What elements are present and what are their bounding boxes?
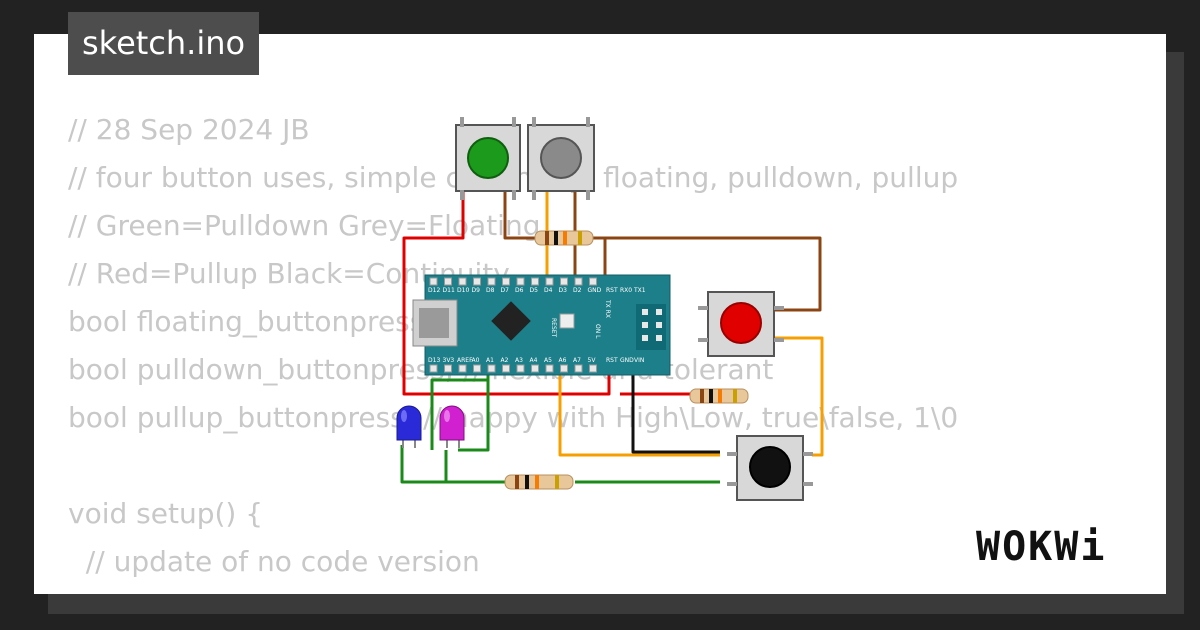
pin-label: D3 — [559, 287, 568, 294]
pin-label: D4 — [544, 287, 553, 294]
board-pin — [560, 364, 568, 373]
code-line: // update of no code version — [68, 545, 480, 578]
icsp-pin — [642, 309, 648, 315]
board-pin — [502, 364, 510, 373]
code-line: Serial.begin(9600); — [68, 586, 958, 594]
pin-label: D2 — [573, 287, 582, 294]
file-title: sketch.ino — [68, 12, 260, 75]
board-pin — [574, 277, 583, 286]
wokwi-logo: WOKWi — [976, 524, 1107, 570]
board-pin — [487, 277, 496, 286]
wire-orange-a5 — [558, 365, 720, 457]
board-pin — [473, 364, 481, 373]
grey-pushbutton — [527, 117, 595, 200]
svg-text:ON L: ON L — [594, 324, 601, 339]
pin-label: TX1 — [633, 287, 646, 294]
pin-label: D7 — [501, 287, 510, 294]
wire-green-leds — [400, 445, 720, 484]
board-pin — [444, 277, 452, 286]
pin-label: GND — [588, 287, 602, 294]
resistor-2 — [689, 388, 749, 404]
board-pin — [458, 277, 467, 286]
pin-label: 3V3 — [443, 357, 455, 364]
blue-led — [396, 405, 422, 448]
board-pin — [589, 277, 597, 286]
pin-label: D5 — [530, 287, 539, 294]
pin-label: D12 — [428, 287, 440, 294]
pin-label: 5V — [588, 357, 597, 364]
pin-label: D9 — [472, 287, 481, 294]
icsp-pin — [656, 335, 662, 341]
wire-black-gnd — [631, 365, 720, 454]
board-pin — [429, 277, 438, 286]
board-pin — [574, 364, 583, 373]
icsp-pin — [656, 322, 662, 328]
pin-label: AREF — [457, 357, 473, 364]
icsp-pin — [656, 309, 662, 315]
board-pin — [545, 364, 554, 373]
icsp-pin — [642, 322, 648, 328]
pin-label: A0 — [472, 357, 480, 364]
pin-label: A3 — [515, 357, 523, 364]
board-pin — [444, 364, 452, 373]
board-pin — [560, 277, 568, 286]
code-line: void setup() { — [68, 497, 264, 530]
board-pin — [473, 277, 481, 286]
code-line: bool floating_buttonpress; — [68, 305, 434, 338]
board-pin — [531, 364, 539, 373]
code-line: // four button uses, simple continuity, … — [68, 161, 959, 194]
wire-red-5v — [402, 192, 611, 396]
board-pin — [502, 277, 510, 286]
pin-label: D8 — [486, 287, 495, 294]
board-pin — [487, 364, 496, 373]
pin-label: D11 — [443, 287, 455, 294]
pin-label: VIN — [634, 357, 644, 364]
pin-label: D10 — [457, 287, 469, 294]
pin-label: D6 — [515, 287, 524, 294]
pin-label: RST — [606, 287, 618, 294]
green-pushbutton — [455, 117, 521, 200]
board-pin — [516, 277, 525, 286]
pin-label: A2 — [501, 357, 509, 364]
code-line: // 28 Sep 2024 JB — [68, 113, 310, 146]
board-pin — [589, 364, 597, 373]
board-pin — [531, 277, 539, 286]
pin-label: GND — [620, 357, 634, 364]
resistor-3 — [504, 474, 574, 490]
pink-led — [439, 405, 465, 448]
pin-label: A7 — [573, 357, 581, 364]
pin-label: A4 — [530, 357, 538, 364]
wire-brown-d8 — [503, 192, 822, 312]
svg-text:RESET: RESET — [550, 318, 557, 338]
board-pin — [516, 364, 525, 373]
red-pushbutton — [698, 291, 784, 357]
pin-label: D13 — [428, 357, 440, 364]
pin-label: RX0 — [620, 287, 632, 294]
resistor-1 — [534, 230, 594, 246]
icsp-pin — [642, 335, 648, 341]
black-pushbutton — [727, 435, 813, 501]
pin-label: A1 — [486, 357, 494, 364]
code-line: bool pullup_buttonpress; // happy with H… — [68, 401, 959, 434]
board-pin — [545, 277, 554, 286]
pin-label: RST — [606, 357, 618, 364]
board-pin — [458, 364, 467, 373]
board-pin — [429, 364, 438, 373]
pin-label: A5 — [544, 357, 552, 364]
pin-label: A6 — [559, 357, 567, 364]
svg-text:TX RX: TX RX — [604, 299, 611, 318]
wire-orange-red-btn — [775, 336, 824, 457]
